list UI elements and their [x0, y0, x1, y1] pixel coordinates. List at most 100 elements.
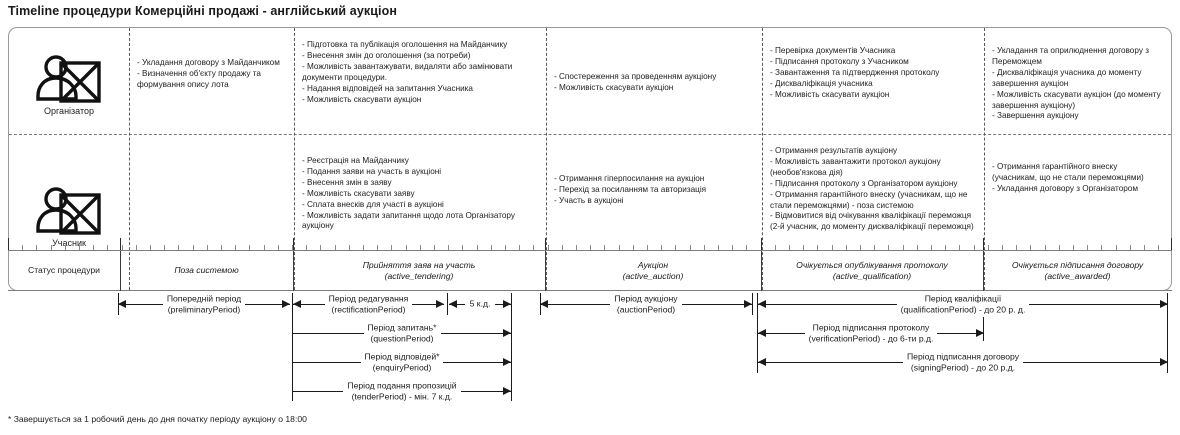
ruler-tick: [675, 245, 676, 251]
page-title: Timeline процедури Комерційні продажі - …: [8, 4, 397, 18]
role-participant: Учасник: [9, 135, 129, 291]
ruler-tick: [448, 245, 449, 251]
ruler-tick: [888, 245, 889, 251]
ruler-tick: [164, 245, 165, 251]
ruler-tick: [959, 245, 960, 251]
arrow-head-right-icon: [976, 329, 984, 337]
ruler-tick: [79, 245, 80, 251]
status-divider-3: [545, 251, 546, 291]
ruler-tick: [249, 245, 250, 251]
ruler-tick: [491, 245, 492, 251]
ruler-tick-major: [545, 238, 546, 251]
column-separator-3: [546, 28, 547, 290]
ruler-tick: [690, 245, 691, 251]
ruler-tick: [1059, 245, 1060, 251]
status-header: Статус процедури: [8, 251, 120, 291]
period-preliminary-period: Попередній період (preliminaryPeriod): [118, 291, 290, 317]
ruler-tick: [335, 245, 336, 251]
ruler-tick: [832, 245, 833, 251]
timeline-matrix: Організатор Учасник - Укладання договору…: [8, 27, 1172, 291]
period-label: Попередній період (preliminaryPeriod): [118, 293, 290, 315]
ruler-tick: [150, 245, 151, 251]
ruler-tick: [661, 245, 662, 251]
ruler-tick: [1073, 245, 1074, 251]
period-five-calendar-days: 5 к.д.: [449, 291, 511, 317]
status-divider-1: [120, 251, 121, 291]
participant-cell-qualification: - Отримання результатів аукціону - Можли…: [770, 146, 974, 232]
ruler-tick: [107, 245, 108, 251]
period-rectification-period: Період редагування (rectificationPeriod): [293, 291, 444, 317]
period-verification-period: Період підписання протоколу (verificatio…: [758, 320, 984, 346]
ruler-tick: [633, 245, 634, 251]
participant-cell-auction: - Отримання гіперпосилання на аукціон - …: [554, 174, 707, 205]
ruler-tick: [1016, 245, 1017, 251]
ruler-tick: [193, 245, 194, 251]
organizer-cell-awarded: - Укладання та оприлюднення договору з П…: [992, 46, 1161, 121]
ruler-tick: [1144, 245, 1145, 251]
ruler-tick: [434, 245, 435, 251]
column-separator-2: [294, 28, 295, 290]
ruler-tick: [945, 245, 946, 251]
period-boundary-rectification-end: [447, 293, 448, 315]
status-divider-4: [761, 251, 762, 291]
period-arrows: Попередній період (preliminaryPeriod) Пер…: [0, 291, 1180, 406]
ruler-tick: [817, 245, 818, 251]
status-active-awarded-code: (active_awarded): [1044, 271, 1111, 281]
role-organizer: Організатор: [9, 28, 129, 134]
arrow-head-left-icon: [449, 300, 457, 308]
ruler-tick: [1087, 245, 1088, 251]
arrow-head-right-icon: [503, 358, 511, 366]
period-label-text: Період редагування (rectificationPeriod): [324, 293, 413, 315]
ruler-tick: [306, 245, 307, 251]
arrow-head-right-icon: [503, 387, 511, 395]
ruler-tick: [576, 245, 577, 251]
period-boundary-tendering-start: [292, 293, 293, 401]
ruler-tick: [619, 245, 620, 251]
status-active-tendering-code: (active_tendering): [384, 271, 454, 281]
ruler-tick: [562, 245, 563, 251]
arrow-head-left-icon: [293, 300, 301, 308]
ruler-tick: [221, 245, 222, 251]
ruler-tick: [789, 245, 790, 251]
period-label-text: Період підписання договору (signingPerio…: [902, 351, 1024, 373]
ruler-tick: [931, 245, 932, 251]
status-active-qualification: Очікується опублікування протоколу (acti…: [761, 251, 983, 291]
period-label-text: Період підписання протоколу (verificatio…: [804, 322, 938, 344]
role-label-participant: Учасник: [52, 237, 86, 248]
period-label: 5 к.д.: [449, 298, 511, 310]
user-crossed-box-icon: [30, 47, 108, 109]
timeline-ruler: [8, 238, 1172, 251]
period-label-text: Період кваліфікації (qualificationPeriod…: [896, 293, 1030, 315]
period-label-text: Період відповідей* (enquiryPeriod): [360, 351, 444, 373]
status-active-awarded-label: Очікується підписання договору: [1011, 259, 1144, 270]
period-boundary-auction-end: [752, 293, 753, 315]
period-boundary-qualification-start: [757, 293, 758, 373]
period-label-text: Період подання пропозицій (tenderPeriod)…: [343, 380, 461, 402]
arrow-head-left-icon: [758, 329, 766, 337]
period-boundary-tendering-end: [511, 293, 512, 401]
status-divider-2: [293, 251, 294, 291]
period-auction-period: Період аукціону (auctionPeriod): [540, 291, 752, 317]
ruler-tick: [178, 245, 179, 251]
organizer-cell-auction: - Спостереження за проведенням аукціону …: [554, 72, 717, 92]
period-label-text: Період запитань* (questionPeriod): [363, 322, 441, 344]
period-label: Період запитань* (questionPeriod): [293, 322, 511, 344]
organizer-cell-qualification: - Перевірка документів Учасника - Підпис…: [770, 46, 940, 99]
ruler-tick: [860, 245, 861, 251]
ruler-tick: [548, 245, 549, 251]
ruler-tick: [505, 245, 506, 251]
period-qualification-period: Період кваліфікації (qualificationPeriod…: [758, 291, 1168, 317]
ruler-tick: [22, 245, 23, 251]
status-active-awarded: Очікується підписання договору (active_a…: [983, 251, 1172, 291]
ruler-tick-major: [983, 238, 984, 251]
ruler-tick: [903, 245, 904, 251]
column-separator-1: [129, 28, 130, 290]
period-boundary-qualification-end: [1167, 293, 1168, 373]
status-active-auction-code: (active_auction): [622, 271, 684, 281]
period-label-text: Період аукціону (auctionPeriod): [610, 293, 682, 315]
arrow-head-right-icon: [1160, 300, 1168, 308]
status-active-tendering: Прийняття заяв на участь (active_tenderi…: [293, 251, 545, 291]
ruler-tick: [846, 245, 847, 251]
participant-cell-tendering: - Реєстрація на Майданчику - Подання зая…: [302, 156, 515, 231]
ruler-tick: [874, 245, 875, 251]
